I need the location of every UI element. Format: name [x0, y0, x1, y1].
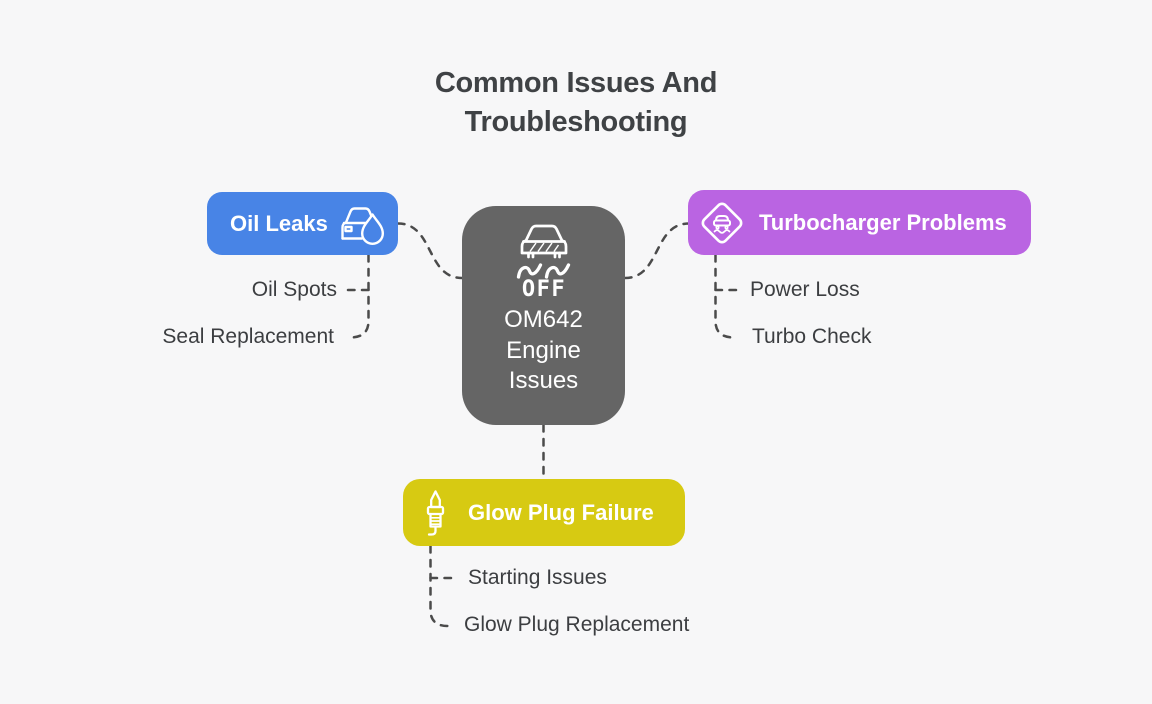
connector-turbocharger-trunk [714, 253, 735, 339]
node-oil-leaks[interactable]: Oil Leaks [207, 192, 398, 255]
node-glow-plug-failure-label: Glow Plug Failure [468, 499, 654, 525]
leaf-glow-plug-replacement[interactable]: Glow Plug Replacement [464, 613, 690, 636]
node-turbocharger-problems-label: Turbocharger Problems [759, 209, 1007, 235]
esp-off-car-icon: OFF [516, 224, 570, 302]
connector-glow-plug-trunk [429, 544, 450, 628]
node-turbocharger-problems[interactable]: Turbocharger Problems [688, 190, 1031, 255]
leaf-starting-issues[interactable]: Starting Issues [468, 566, 607, 589]
node-oil-leaks-label: Oil Leaks [230, 210, 328, 236]
leaf-seal-replacement[interactable]: Seal Replacement [162, 325, 334, 348]
connector-oil-leaks-trunk [349, 253, 370, 339]
node-glow-plug-failure[interactable]: Glow Plug Failure [403, 479, 685, 546]
page-title: Common Issues And Troubleshooting [434, 67, 718, 138]
leaf-turbo-check[interactable]: Turbo Check [752, 325, 872, 348]
car-oil-leak-icon [341, 206, 384, 245]
glow-plug-icon [426, 489, 445, 536]
center-node-label: OM642 Engine Issues [504, 306, 583, 394]
slippery-road-sign-icon [701, 202, 743, 243]
node-om642-engine-issues[interactable]: OFF OM642 Engine Issues [462, 206, 625, 425]
leaf-oil-spots[interactable]: Oil Spots [251, 278, 337, 301]
svg-text:OFF: OFF [521, 277, 565, 302]
leaf-power-loss[interactable]: Power Loss [750, 278, 860, 301]
connector-oil-leaks-center [396, 222, 464, 280]
connector-center-turbocharger [623, 222, 691, 280]
